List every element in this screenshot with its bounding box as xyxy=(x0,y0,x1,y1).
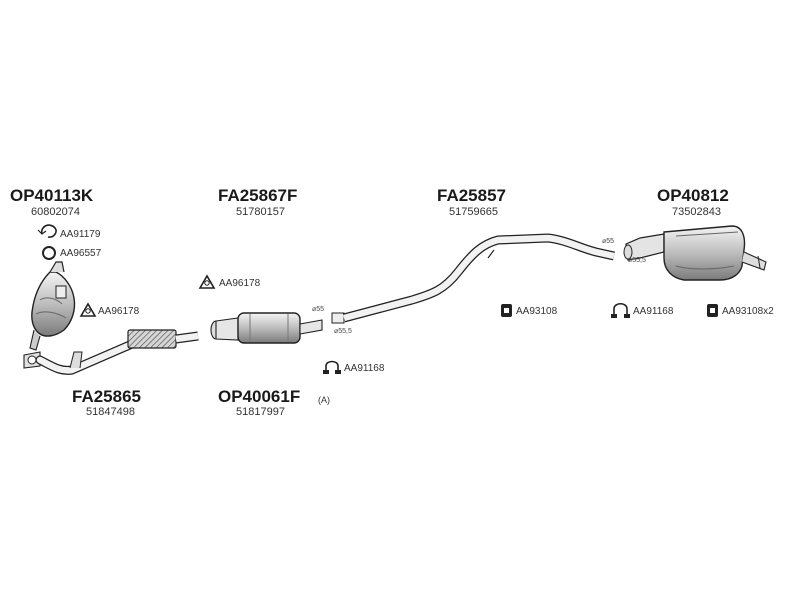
part-clamp-rear: AA91168 xyxy=(633,306,674,317)
assembly-note-middle-silencer: (A) xyxy=(318,395,330,405)
rear-silencer xyxy=(623,225,767,281)
gasket-ring-icon xyxy=(42,246,56,260)
part-rubber-mount-2: AA93108x2 xyxy=(722,306,774,317)
front-pipe xyxy=(23,329,199,375)
part-clamp-mid: AA91168 xyxy=(344,363,385,374)
part-clamp-ring: AA91179 xyxy=(60,229,101,240)
assembly-number-middle-pipe: 51780157 xyxy=(236,206,285,218)
assembly-number-front-pipe: 51847498 xyxy=(86,406,135,418)
assembly-code-front-pipe: FA25865 xyxy=(72,387,141,406)
rubber-mount-icon xyxy=(501,304,512,317)
tail-pipe xyxy=(331,233,615,324)
dimension-label: ⌀55,5 xyxy=(628,257,646,264)
assembly-number-rear-silencer: 73502843 xyxy=(672,206,721,218)
dimension-label: ⌀55 xyxy=(602,238,615,245)
part-gasket-ring: AA96557 xyxy=(60,248,102,259)
assembly-number-front-cat: 60802074 xyxy=(31,206,80,218)
assembly-number-middle-silencer: 51817997 xyxy=(236,406,285,418)
rubber-mount-icon xyxy=(707,304,718,317)
assembly-number-tail-pipe: 51759665 xyxy=(449,206,498,218)
assembly-code-tail-pipe: FA25857 xyxy=(437,186,506,205)
middle-silencer xyxy=(210,312,323,344)
gasket-triangle-icon xyxy=(198,274,216,289)
assembly-code-middle-pipe: FA25867F xyxy=(218,186,298,205)
part-rubber-mount-1: AA93108 xyxy=(516,306,558,317)
assembly-code-middle-silencer: OP40061F xyxy=(218,387,301,406)
dimension-label: ⌀55 xyxy=(312,306,325,313)
clamp-icon xyxy=(323,360,341,374)
gasket-triangle-icon xyxy=(79,302,97,317)
clamp-icon xyxy=(611,302,630,318)
clamp-ring-icon xyxy=(37,224,57,238)
part-gasket-triangle-2: AA96178 xyxy=(219,278,261,289)
assembly-code-front-cat: OP40113K xyxy=(10,186,94,205)
catalytic-converter xyxy=(29,261,76,351)
part-gasket-triangle-1: AA96178 xyxy=(98,306,140,317)
assembly-code-rear-silencer: OP40812 xyxy=(657,186,729,205)
dimension-label: ⌀55,5 xyxy=(334,328,352,335)
